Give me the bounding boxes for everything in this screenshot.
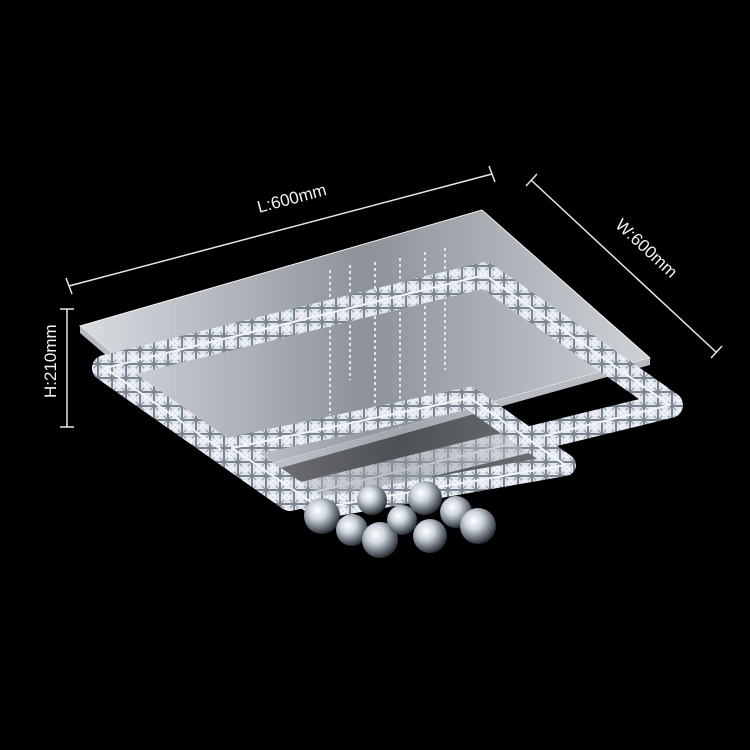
width-tick-bottom [710, 345, 723, 359]
crystal-ball-cluster [304, 481, 496, 558]
crystal-strands [329, 248, 446, 430]
crystal-ball [304, 498, 340, 534]
length-label: L:600mm [255, 180, 328, 216]
crystal-ball [357, 485, 387, 515]
lower-crystal-frame [221, 387, 576, 519]
crystal-ball [413, 519, 447, 553]
crystal-ball [336, 514, 368, 546]
chandelier [78, 209, 683, 558]
length-tick-right [488, 165, 496, 183]
width-tick-top [525, 173, 538, 187]
height-dimension: H:210mm [41, 308, 74, 428]
length-dimension-line [68, 173, 493, 287]
crystal-ball [408, 481, 442, 515]
crystal-ball [387, 505, 417, 535]
width-dimension-line [530, 179, 717, 353]
length-tick-left [65, 277, 73, 295]
width-label: W:600mm [612, 215, 681, 282]
height-label: H:210mm [41, 324, 60, 398]
crystal-ball [362, 522, 398, 558]
crystal-ball [460, 508, 496, 544]
